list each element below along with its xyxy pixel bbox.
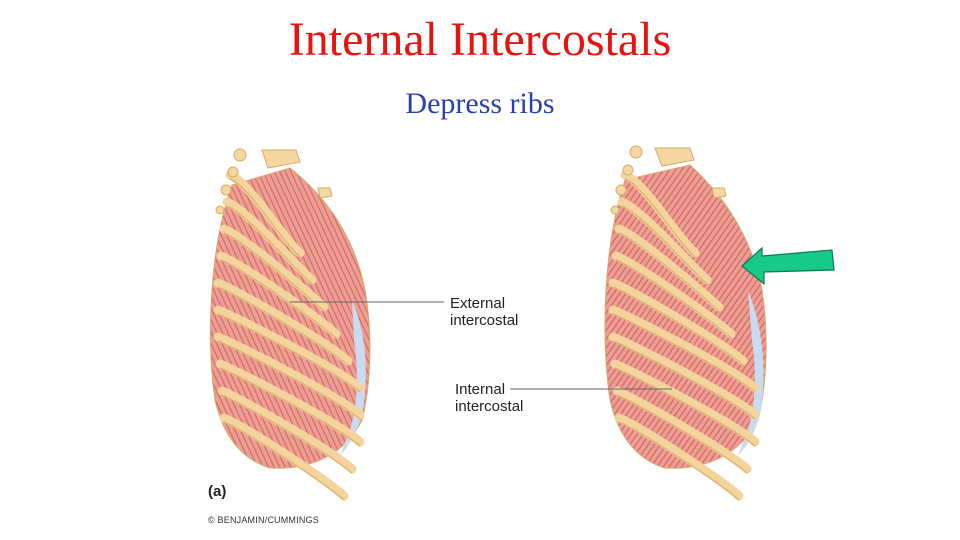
rib [611,251,736,339]
rib [215,359,365,447]
rib [213,332,365,420]
rib-edge [229,178,301,258]
rib-edge [621,205,708,285]
rib-edge [615,259,732,339]
rib-edge [221,394,353,474]
slide-subtitle: Depress ribs [405,87,555,120]
internal-label-line1: Internal [455,381,506,398]
internal-label-line2: intercostal [455,398,524,415]
rib [608,332,760,420]
rib [617,197,712,285]
rib [608,278,748,366]
rib [614,413,744,501]
rib-edge [616,394,748,474]
rib [219,413,349,501]
rib-edge [223,232,325,312]
rib [608,305,760,393]
rib-edge [217,286,349,366]
rib-edge [612,340,756,420]
rib-edge [219,367,361,447]
rib [225,170,305,258]
rib-edge [618,421,740,501]
rib [620,170,700,258]
rib-edge [226,205,313,285]
rib [217,386,357,474]
rib-edge [217,340,361,420]
rib [614,224,724,312]
copyright-notice: © BENJAMIN/CUMMINGS [208,515,319,525]
rib-edge [618,232,720,312]
rib [612,386,752,474]
rib-edge [220,259,337,339]
pointer-arrow [741,246,835,286]
rib-edge [624,178,696,258]
internal-intercostal-label: Internal intercostal [455,381,523,415]
panel-letter: (a) [208,483,227,500]
external-label-line1: External [450,295,506,312]
slide-title: Internal Intercostals [288,13,672,66]
external-label-line2: intercostal [450,312,519,329]
rib [222,197,317,285]
rib-edge [614,367,756,447]
rib-edge [612,286,744,366]
rib [213,278,353,366]
rib-edge [223,421,345,501]
rib [213,305,365,393]
right-rib-cage [604,145,767,501]
rib-edge [217,313,361,393]
rib [610,359,760,447]
rib [216,251,341,339]
left-rib-cage [210,148,371,501]
external-intercostal-label: External intercostal [450,295,518,329]
rib [219,224,329,312]
rib-edge [612,313,756,393]
